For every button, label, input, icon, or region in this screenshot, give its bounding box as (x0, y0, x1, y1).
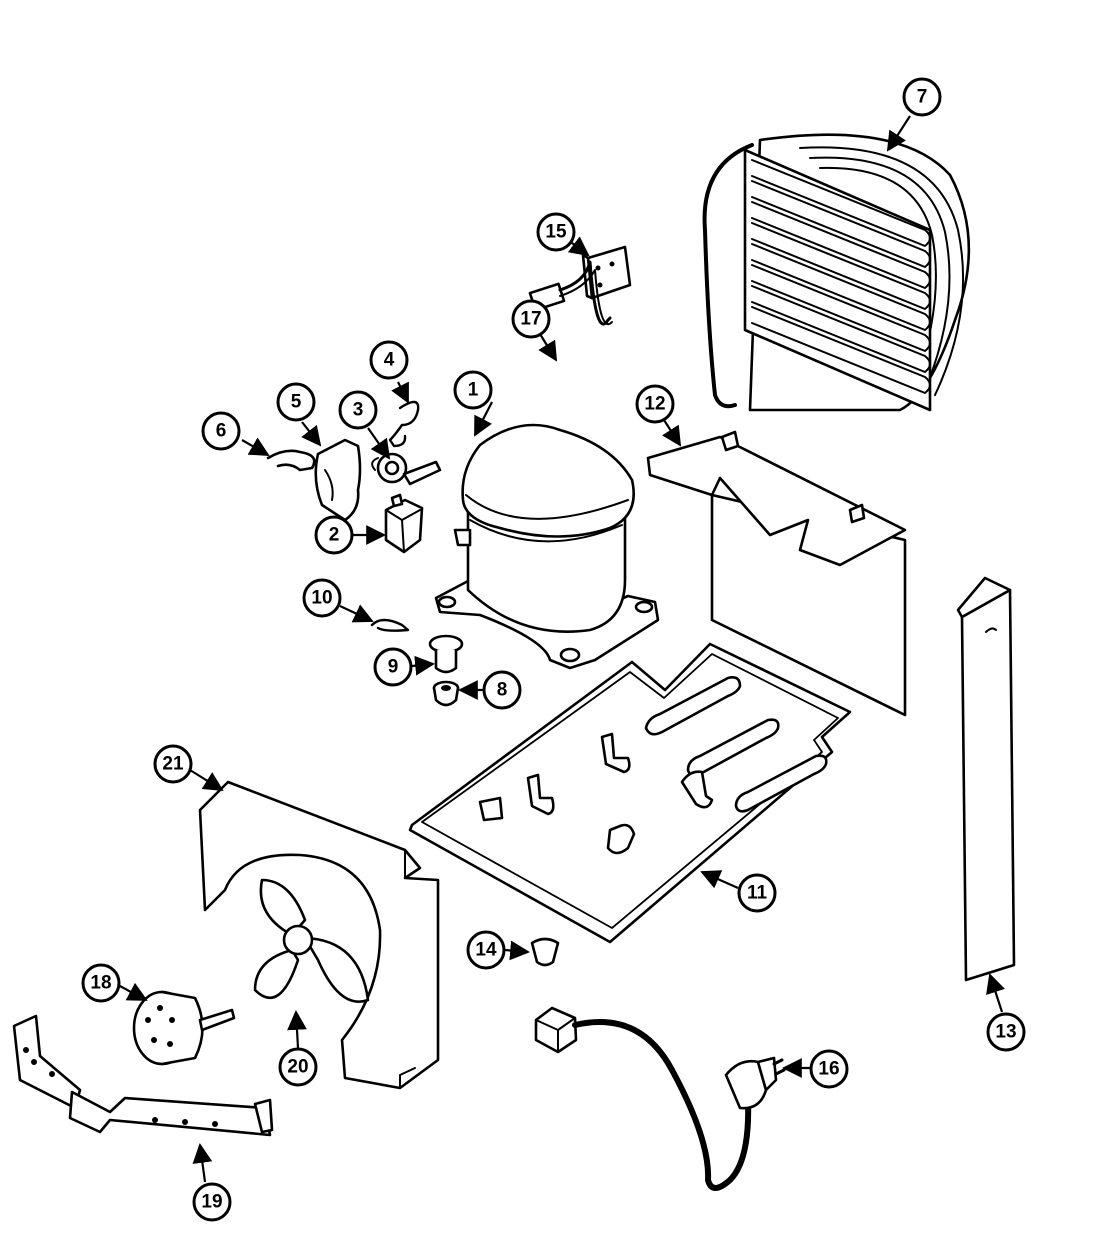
svg-text:13: 13 (995, 1022, 1016, 1043)
callout-8: 8 (482, 670, 522, 710)
svg-text:10: 10 (311, 588, 332, 609)
callout-2: 2 (314, 515, 354, 555)
leader-5 (301, 421, 322, 447)
leader-13 (986, 973, 1005, 1013)
leader-1 (474, 401, 493, 437)
rubber-foot-part-14 (530, 937, 560, 967)
callout-10: 10 (302, 578, 342, 618)
leader-11 (700, 870, 739, 890)
leader-12 (662, 419, 682, 447)
svg-text:11: 11 (747, 883, 768, 904)
leader-21 (189, 769, 224, 792)
coil-tube (751, 222, 931, 310)
relay-part-2 (384, 493, 424, 554)
condenser-coil-part (702, 133, 971, 412)
fan-blade-part-20 (253, 878, 370, 1003)
leader-9 (411, 655, 435, 676)
callout-18: 18 (81, 963, 121, 1003)
leader-10 (339, 604, 374, 623)
overload-part-3 (371, 452, 442, 486)
coil-tube (751, 264, 931, 352)
callout-15: 15 (536, 212, 576, 252)
callout-12: 12 (635, 384, 675, 424)
svg-text:15: 15 (545, 222, 567, 243)
coil-tube (751, 180, 931, 268)
leader-18 (117, 982, 148, 1001)
callout-5: 5 (276, 382, 316, 422)
coil-tube (751, 306, 931, 394)
callout-6: 6 (201, 411, 241, 451)
callout-19: 19 (192, 1182, 232, 1222)
grommet-part-8 (432, 680, 460, 707)
power-cord-part-16 (534, 1006, 786, 1191)
svg-text:20: 20 (287, 1057, 308, 1078)
callout-labels: 1 2 3 4 5 6 7 8 9 10 11 12 13 14 15 16 1… (81, 77, 1026, 1222)
leader-6 (241, 437, 270, 456)
leader-3 (367, 427, 391, 460)
svg-text:7: 7 (917, 87, 928, 108)
svg-text:6: 6 (216, 421, 227, 442)
svg-text:2: 2 (329, 525, 340, 546)
callout-4: 4 (369, 340, 409, 380)
svg-text:9: 9 (388, 657, 399, 678)
wire-clip-part-6 (266, 449, 316, 472)
leader-14 (504, 940, 530, 961)
base-pan-part-11 (408, 642, 852, 944)
callout-21: 21 (153, 744, 193, 784)
callout-14: 14 (466, 930, 506, 970)
fan-shroud-part-21 (198, 780, 440, 1090)
callout-7: 7 (902, 77, 942, 117)
svg-text:1: 1 (468, 380, 479, 401)
cover-panel-part-12 (646, 430, 907, 717)
svg-text:4: 4 (384, 350, 395, 371)
compressor-part-1 (434, 423, 660, 670)
leader-4 (391, 381, 409, 404)
coil-tube (751, 285, 931, 373)
svg-text:18: 18 (90, 973, 111, 994)
leader-7 (886, 115, 911, 152)
svg-text:5: 5 (291, 392, 302, 413)
svg-text:21: 21 (162, 754, 184, 775)
coil-tube (751, 201, 931, 289)
svg-text:19: 19 (201, 1192, 222, 1213)
callout-13: 13 (986, 1012, 1026, 1052)
svg-text:16: 16 (818, 1059, 839, 1080)
svg-text:12: 12 (644, 394, 665, 415)
callout-3: 3 (338, 390, 378, 430)
coil-tube (751, 159, 931, 247)
spring-clip-part-10 (370, 618, 410, 632)
relay-cover-part-5 (314, 438, 362, 522)
callout-20: 20 (278, 1047, 318, 1087)
leader-19 (192, 1143, 213, 1183)
fan-motor-part-18 (132, 990, 236, 1066)
svg-text:14: 14 (475, 940, 497, 961)
coil-tube (751, 243, 931, 331)
sleeve-part-9 (428, 634, 464, 674)
svg-text:8: 8 (497, 680, 508, 701)
leader-17 (538, 333, 558, 362)
svg-text:17: 17 (520, 309, 541, 330)
callout-11: 11 (737, 873, 777, 913)
clip-part-4 (388, 400, 420, 448)
callout-16: 16 (809, 1049, 849, 1089)
motor-bracket-part-19 (12, 1014, 274, 1137)
leader-20 (287, 1010, 307, 1049)
leader-lines (117, 115, 1005, 1183)
callout-1: 1 (453, 370, 493, 410)
callout-9: 9 (373, 647, 413, 687)
svg-text:3: 3 (353, 400, 364, 421)
side-trim-part-13 (956, 576, 1016, 982)
callout-17: 17 (511, 299, 551, 339)
